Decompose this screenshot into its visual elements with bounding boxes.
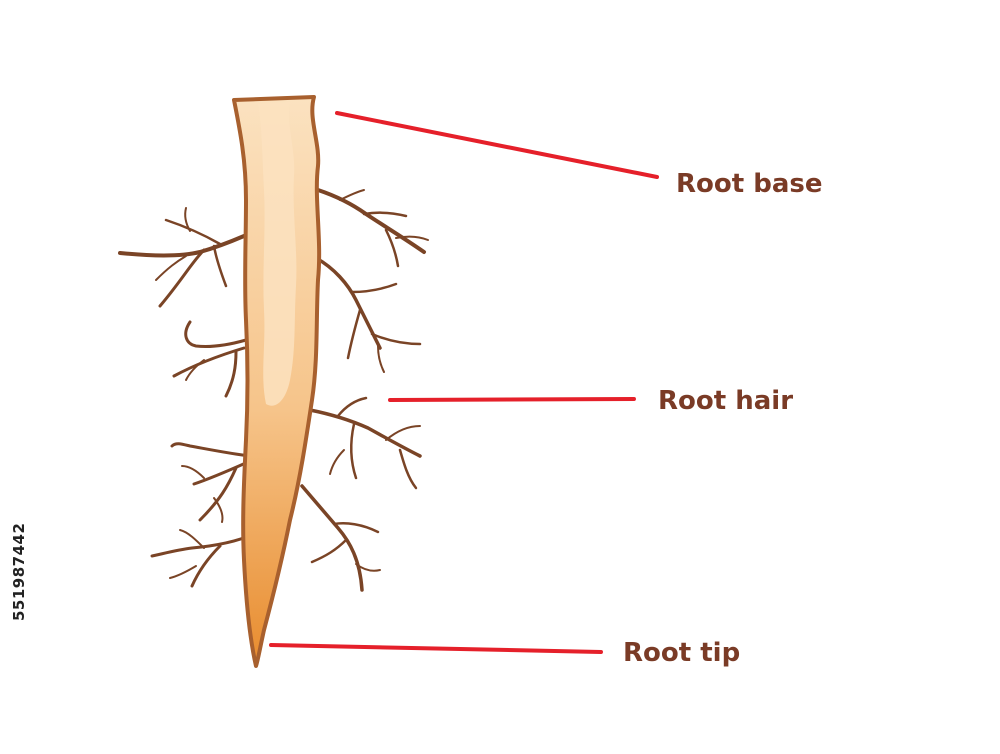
root-hair-branch: [184, 207, 191, 232]
root-hair-branch: [179, 529, 205, 549]
label-root-hair: Root hair: [658, 386, 794, 416]
root-hair-branch: [332, 522, 380, 534]
root-hair-middle-left: [184, 320, 248, 348]
root-hair-branch: [192, 460, 250, 486]
root-hair-lower-left: [170, 442, 252, 458]
root-hair-branch: [198, 466, 238, 522]
label-root-base: Root base: [676, 169, 823, 199]
root-hair-upper-right: [316, 188, 426, 254]
root-hair-branch: [350, 282, 398, 294]
root-hair-lower-right: [308, 408, 422, 458]
root-highlight: [258, 102, 297, 406]
root-hair-branch: [336, 396, 368, 418]
root-hair-branch: [172, 346, 246, 378]
leader-line-root-tip: [269, 643, 603, 654]
root-hair-branch: [224, 350, 238, 398]
root-hair-branch: [384, 228, 400, 268]
root-hair-branch: [385, 425, 421, 441]
root-hair-branch: [377, 345, 385, 373]
leader-line-root-hair: [388, 397, 636, 402]
root-hair-branch: [339, 189, 365, 201]
root-hair-upper-left: [118, 234, 246, 258]
root-hair-branch: [212, 244, 228, 288]
root-hair-branch: [190, 544, 222, 588]
leader-line-root-base: [335, 111, 659, 179]
root-hair-branch: [169, 565, 197, 579]
root-hair-branch: [355, 563, 381, 572]
root-hair-bottom-right: [300, 484, 364, 592]
root-hair-branch: [398, 448, 418, 490]
root-hair-branch: [350, 422, 358, 480]
root-hair-branch: [329, 449, 345, 475]
root-hair-branch: [155, 255, 187, 281]
root-hair-bottom-left: [150, 532, 256, 558]
root-hair-branch: [181, 465, 205, 479]
root-hair-branch: [213, 497, 224, 523]
root-hair-branch: [310, 538, 348, 564]
side-id-text: 551987442: [10, 522, 28, 621]
root-hair-branch: [158, 248, 206, 308]
root-hair-branch: [164, 218, 222, 246]
root-hair-branch: [346, 308, 362, 360]
root-hair-middle-right: [314, 256, 382, 350]
root-hair-branch: [362, 211, 408, 218]
root-hair-branch: [395, 235, 429, 241]
label-root-tip: Root tip: [623, 638, 741, 668]
root-hair-branch: [185, 359, 205, 381]
root-hair-branch: [370, 332, 422, 346]
